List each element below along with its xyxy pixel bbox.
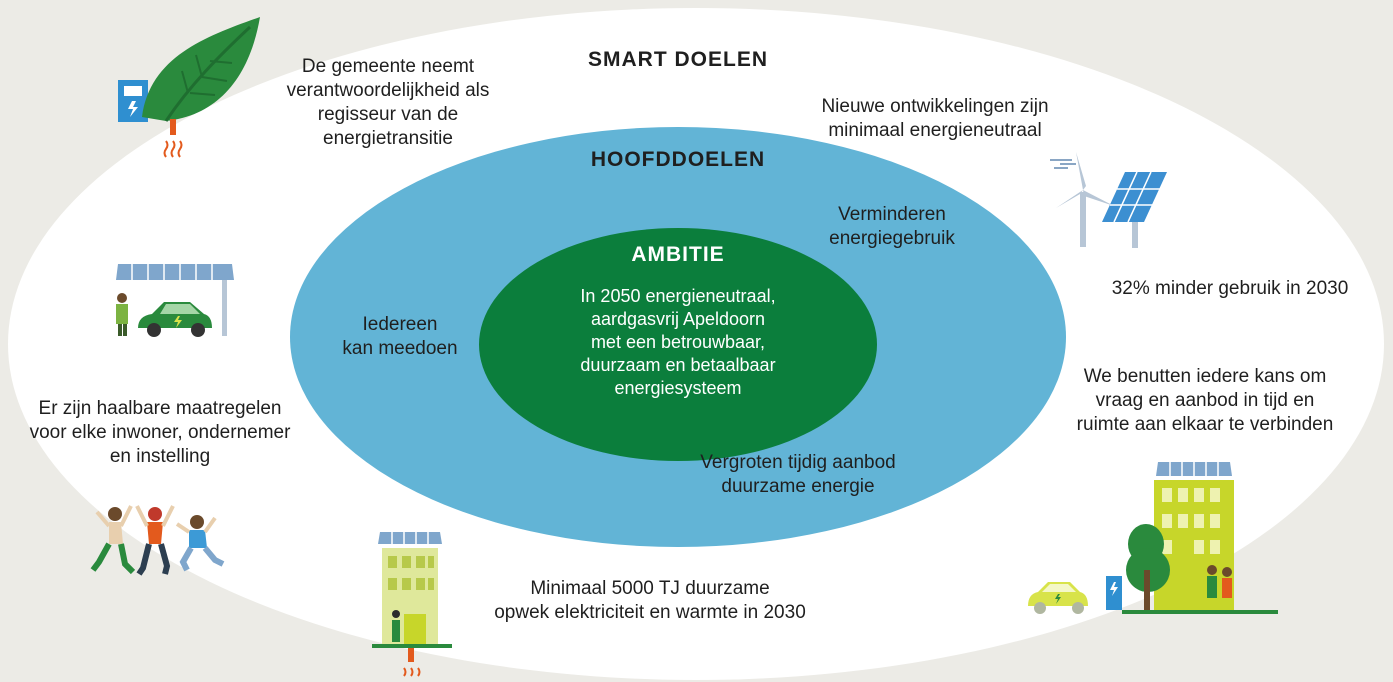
main-goal-everyone-participates: Iedereen kan meedoen [342,314,458,359]
ambition-text: In 2050 energieneutraal, aardgasvrij Ape… [580,286,776,398]
wind-solar-icon [1050,152,1167,248]
smart-goal-5000-tj: Minimaal 5000 TJ duurzame opwek elektric… [494,578,806,623]
smart-goal-32-percent: 32% minder gebruik in 2030 [1111,278,1349,299]
leaf-charger-icon [118,17,260,158]
smart-goal-new-developments: Nieuwe ontwikkelingen zijn minimaal ener… [821,96,1049,141]
main-goal-increase-supply: Vergroten tijdig aanbod duurzame energie [700,452,896,497]
jumping-people-icon [90,505,225,576]
main-goals-title: HOOFDDOELEN [590,148,766,171]
main-goal-reduce-energy: Verminderen energiegebruik [829,204,955,249]
smart-goals-title: SMART DOELEN [588,48,768,71]
smart-goal-municipality-director: De gemeente neemt verantwoordelijkheid a… [286,56,490,149]
solar-carport-ev-icon [116,264,234,337]
smart-goal-match-supply-demand: We benutten iedere kans om vraag en aanb… [1076,366,1334,435]
ambition-title: AMBITIE [631,243,725,266]
city-ev-building-icon [1028,462,1278,614]
inner-ellipse [479,228,877,461]
green-building-icon [372,532,452,677]
smart-goal-feasible-measures: Er zijn haalbare maatregelen voor elke i… [29,398,291,467]
